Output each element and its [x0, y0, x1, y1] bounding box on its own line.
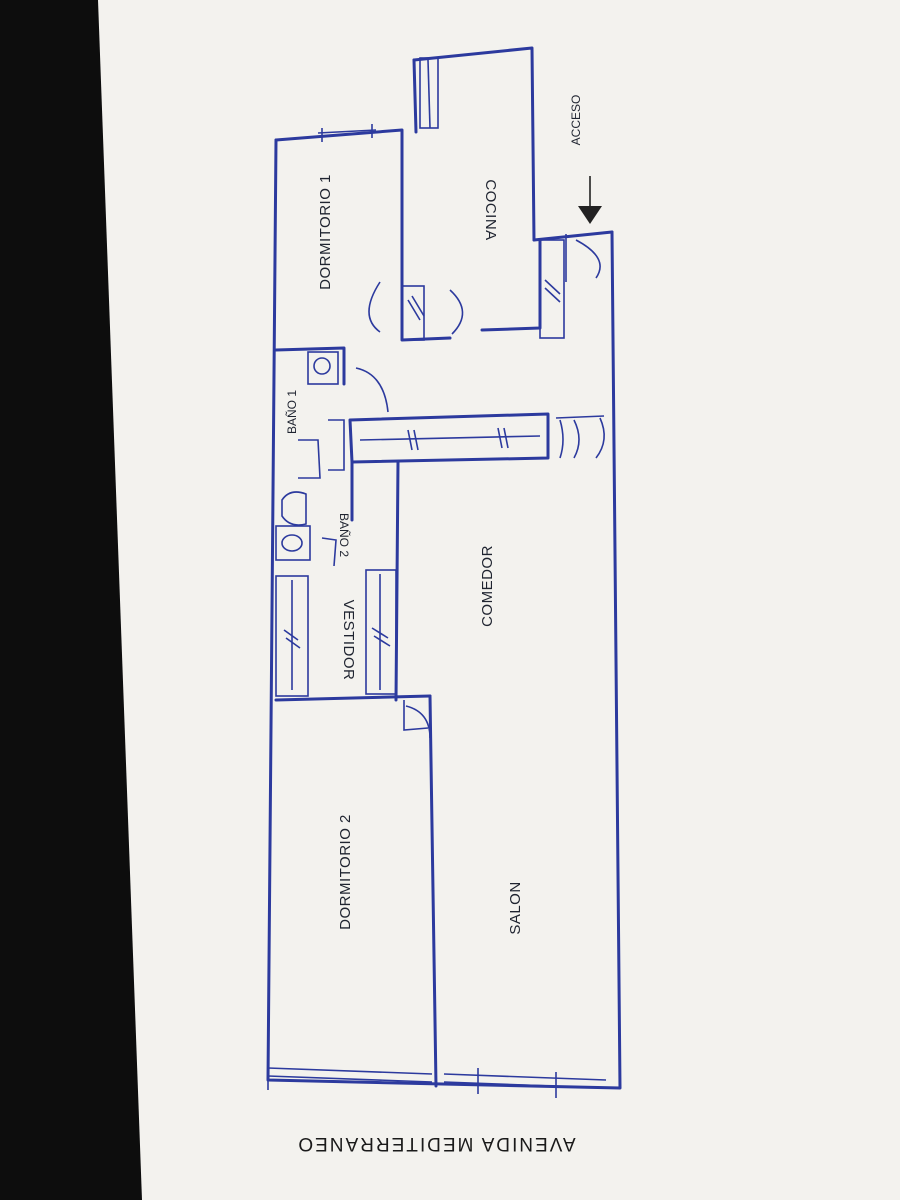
window-dormitorio-2 — [267, 1064, 433, 1090]
door-cocina — [368, 281, 464, 341]
inner-wall — [274, 460, 438, 1088]
label-cocina: COCINA — [482, 179, 499, 240]
arrow-down-icon — [578, 176, 602, 224]
label-comedor: COMEDOR — [479, 545, 496, 627]
wardrobe-vestidor-left — [275, 575, 309, 697]
label-bano-1: BAÑO 1 — [285, 390, 299, 434]
label-vestidor: VESTIDOR — [340, 600, 357, 681]
window-dormitorio-1 — [317, 124, 377, 142]
door-comedor — [555, 415, 605, 459]
entry-door — [565, 234, 601, 282]
corridor-partition — [348, 412, 550, 464]
outer-walls — [266, 46, 622, 1090]
bano-2-fixtures — [275, 460, 354, 567]
label-acceso: ACCESO — [569, 95, 583, 146]
label-street: AVENIDA MEDITERRANEO — [296, 1133, 575, 1154]
paper-sheet — [98, 0, 900, 1200]
window-salon — [443, 1068, 607, 1098]
label-dormitorio-1: DORMITORIO 1 — [317, 174, 334, 290]
kitchen-counter — [539, 239, 565, 339]
label-salon: SALON — [507, 881, 524, 934]
label-bano-2: BAÑO 2 — [337, 513, 351, 557]
bano-1-fixtures — [274, 346, 389, 479]
label-dormitorio-2: DORMITORIO 2 — [337, 814, 354, 930]
window-cocina — [419, 57, 439, 129]
